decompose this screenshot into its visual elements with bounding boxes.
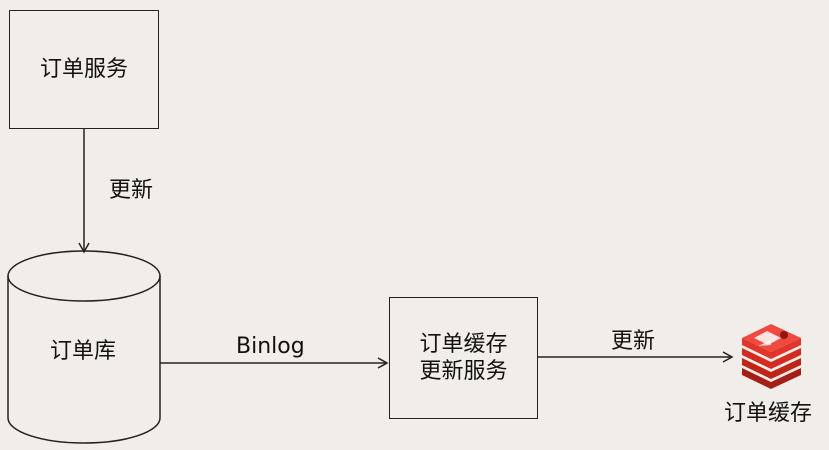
db-to-update-service-label: Binlog [236,334,305,359]
cache-update-service-box: 订单缓存 更新服务 [389,297,538,419]
order-cache-label: 订单缓存 [724,401,813,426]
service-to-db-label: 更新 [109,178,154,203]
cache-update-service-line1: 订单缓存 [419,331,508,357]
redis-icon [742,324,801,389]
update-service-to-cache-label: 更新 [611,329,656,354]
order-service-box: 订单服务 [9,10,159,129]
order-db-label: 订单库 [50,339,117,364]
order-service-label: 订单服务 [39,56,128,82]
cache-update-service-line2: 更新服务 [419,359,508,384]
